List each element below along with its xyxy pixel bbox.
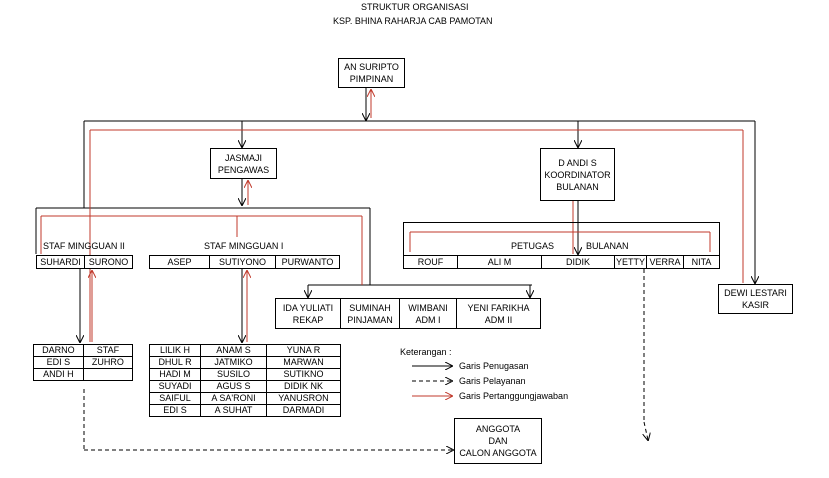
- team-cell: ANAM S: [200, 344, 267, 357]
- admin-role: ADM II: [484, 314, 513, 325]
- team-cell: YANUSRON: [265, 392, 342, 405]
- pengawas-box: JASMAJI PENGAWAS: [210, 148, 277, 179]
- team-cell: EDI S: [33, 356, 84, 369]
- pengawas-name: JASMAJI: [224, 152, 262, 163]
- petugas-title-period: BULANAN: [586, 241, 629, 251]
- table-row: DHUL R JATMIKO MARWAN: [148, 356, 342, 369]
- table-row: LILIK H ANAM S YUNA R: [148, 344, 342, 357]
- anggota-line: DAN: [488, 436, 508, 446]
- team-cell: EDI S: [148, 404, 202, 417]
- legend-title: Keterangan :: [400, 347, 452, 357]
- admin-role: ADM I: [415, 314, 441, 325]
- table-row: SUYADI AGUS S DIDIK NK: [148, 380, 342, 393]
- service-lines: [83, 269, 648, 450]
- team-cell: A SUHAT: [200, 404, 267, 417]
- team-cell: HADI M: [148, 368, 202, 381]
- koordinator-box: D ANDI S KOORDINATOR BULANAN: [540, 148, 615, 201]
- petugas-member: ALI M: [457, 255, 542, 269]
- staf1-title: STAF MINGGUAN I: [204, 241, 284, 251]
- staf1-team-table: LILIK H ANAM S YUNA R DHUL R JATMIKO MAR…: [148, 344, 342, 417]
- team-cell: JATMIKO: [200, 356, 267, 369]
- table-row: EDI S A SUHAT DARMADI: [148, 404, 342, 417]
- koordinator-name: D ANDI S: [558, 157, 597, 168]
- team-cell: DARMADI: [265, 404, 342, 417]
- admin-role: REKAP: [292, 314, 324, 325]
- kasir-name: DEWI LESTARI: [724, 288, 787, 298]
- table-row: EDI S ZUHRO: [33, 356, 134, 369]
- anggota-line: ANGGOTA: [475, 424, 521, 434]
- pimpinan-name: AN SURIPTO: [344, 62, 399, 72]
- staf1-member: PURWANTO: [275, 255, 340, 269]
- team-cell: A SA'RONI: [200, 392, 267, 405]
- staf1-member: SUTIYONO: [209, 255, 276, 269]
- legend-assignment-label: Garis Penugasan: [459, 361, 529, 371]
- admin-box: SUMINAH PINJAMAN: [340, 298, 400, 329]
- table-row: HADI M SUSILO SUTIKNO: [148, 368, 342, 381]
- team-cell: YUNA R: [265, 344, 342, 357]
- petugas-member: YETTY: [614, 255, 647, 269]
- team-cell: SAIFUL: [148, 392, 202, 405]
- admin-name: IDA YULIATI: [282, 302, 334, 313]
- table-row: SAIFUL A SA'RONI YANUSRON: [148, 392, 342, 405]
- chart-title: STRUKTUR ORGANISASI: [361, 2, 469, 12]
- legend-responsibility-label: Garis Pertanggungjawaban: [459, 391, 569, 401]
- table-row: ANDI H: [33, 368, 134, 381]
- team-cell: SUYADI: [148, 380, 202, 393]
- team-cell: DARNO: [33, 344, 84, 357]
- staf2-team-table: DARNO STAF EDI S ZUHRO ANDI H: [33, 344, 134, 381]
- anggota-line: CALON ANGGOTA: [459, 448, 537, 458]
- admin-name: SUMINAH: [349, 302, 391, 313]
- legend-service-label: Garis Pelayanan: [459, 376, 526, 386]
- responsibility-lines: [40, 90, 744, 396]
- staf2-member: SURONO: [84, 255, 133, 269]
- staf2-member: SUHARDI: [36, 255, 85, 269]
- petugas-member: NITA: [683, 255, 720, 269]
- admin-name: WIMBANI: [408, 302, 448, 313]
- koordinator-period: BULANAN: [556, 181, 599, 192]
- team-cell: ZUHRO: [82, 356, 134, 369]
- team-cell: SUSILO: [200, 368, 267, 381]
- team-cell: DHUL R: [148, 356, 202, 369]
- team-cell: AGUS S: [200, 380, 267, 393]
- anggota-box: ANGGOTA DAN CALON ANGGOTA: [454, 418, 542, 464]
- team-cell: MARWAN: [265, 356, 342, 369]
- staf2-title: STAF MINGGUAN II: [43, 241, 125, 251]
- staf1-member: ASEP: [149, 255, 210, 269]
- team-cell: ANDI H: [33, 368, 84, 381]
- petugas-member: DIDIK: [541, 255, 615, 269]
- team-cell: DIDIK NK: [265, 380, 342, 393]
- petugas-title: PETUGAS: [511, 241, 555, 251]
- pimpinan-box: AN SURIPTO PIMPINAN: [338, 58, 405, 88]
- admin-box: WIMBANI ADM I: [399, 298, 457, 329]
- kasir-box: DEWI LESTARI KASIR: [718, 284, 793, 314]
- admin-box: YENI FARIKHA ADM II: [456, 298, 541, 329]
- team-cell: [82, 368, 134, 381]
- table-row: DARNO STAF: [33, 344, 134, 357]
- admin-name: YENI FARIKHA: [467, 302, 530, 313]
- assignment-lines: [35, 88, 755, 366]
- pengawas-role: PENGAWAS: [217, 164, 270, 175]
- team-cell: SUTIKNO: [265, 368, 342, 381]
- pimpinan-role: PIMPINAN: [349, 74, 394, 84]
- team-cell: STAF: [82, 344, 134, 357]
- petugas-member: VERRA: [646, 255, 684, 269]
- petugas-member: ROUF: [403, 255, 458, 269]
- admin-box: IDA YULIATI REKAP: [275, 298, 341, 329]
- koordinator-role: KOORDINATOR: [544, 169, 611, 180]
- kasir-role: KASIR: [741, 300, 769, 310]
- admin-role: PINJAMAN: [347, 314, 393, 325]
- team-cell: LILIK H: [148, 344, 202, 357]
- chart-subtitle: KSP. BHINA RAHARJA CAB PAMOTAN: [333, 16, 493, 26]
